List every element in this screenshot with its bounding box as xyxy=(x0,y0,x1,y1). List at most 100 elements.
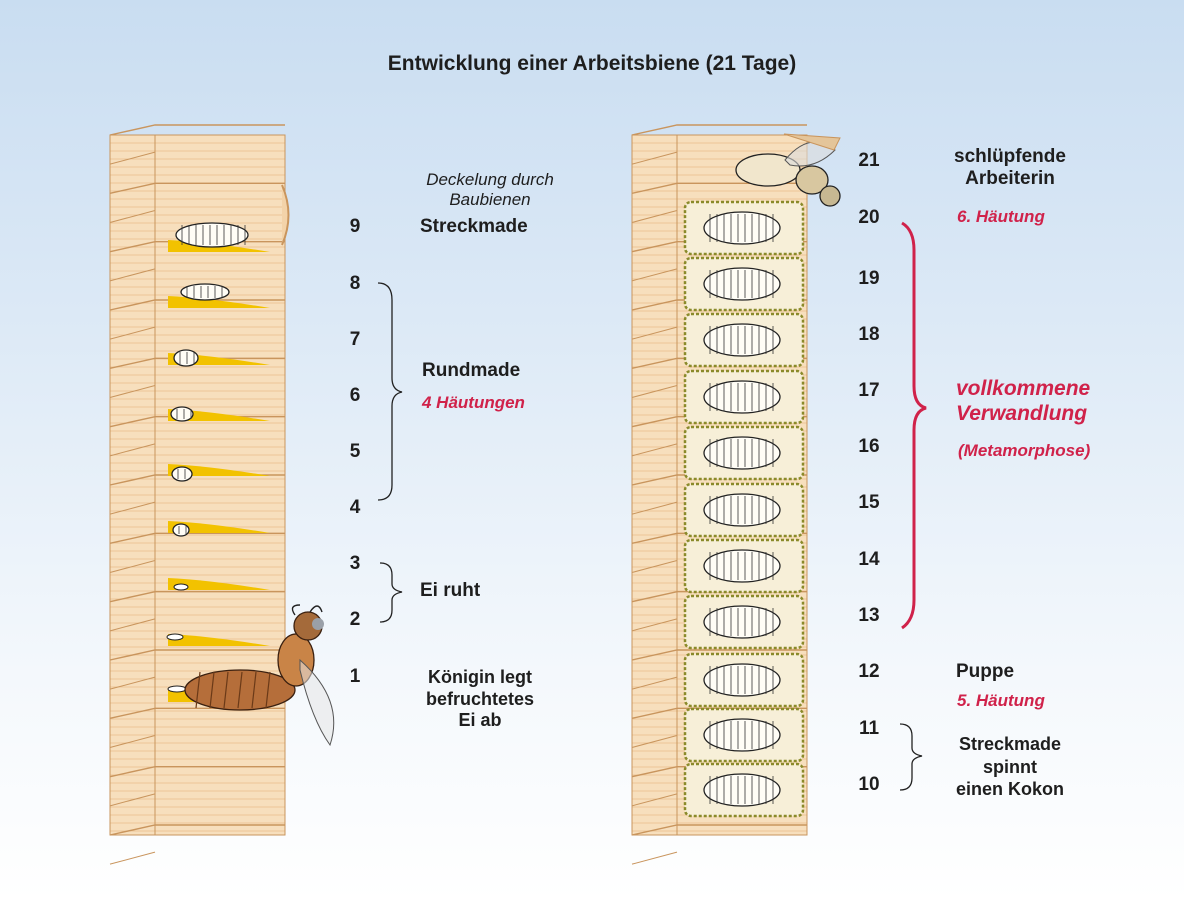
right-cell-wall-back xyxy=(631,385,678,398)
label-metamorphosis: (Metamorphose) xyxy=(958,441,1091,460)
day-16: 16 xyxy=(858,436,880,457)
left-cell-wall-back xyxy=(109,385,156,398)
queen-stripe xyxy=(195,671,201,709)
left-cell-wall-back xyxy=(109,851,156,865)
day-17: 17 xyxy=(858,380,880,401)
larva xyxy=(703,436,781,470)
day-10: 10 xyxy=(858,774,880,795)
label-hatching-worker: schlüpfende Arbeiterin xyxy=(935,146,1085,190)
day-20: 20 xyxy=(858,207,880,228)
left-cell-wall-back xyxy=(109,735,156,748)
larva xyxy=(703,211,781,245)
right-cell-wall-back xyxy=(631,851,678,865)
day-18: 18 xyxy=(858,324,880,345)
worker-thorax xyxy=(795,165,829,195)
label-complete-metamorphosis: vollkommene Verwandlung xyxy=(956,376,1090,426)
capping-note-line1: Deckelung durch xyxy=(426,170,554,189)
queen-bee xyxy=(184,604,335,747)
cell-cap xyxy=(281,184,290,246)
queen-stripe xyxy=(209,671,215,709)
queen-wing xyxy=(299,658,335,747)
left-cell-wall-back xyxy=(109,793,156,807)
metamorphosis-line1: vollkommene xyxy=(956,377,1091,400)
day-4: 4 xyxy=(349,497,361,518)
worker-wing xyxy=(784,141,836,167)
right-cell-wall xyxy=(631,124,807,136)
day-9: 9 xyxy=(349,216,361,237)
right-cell-wall-back xyxy=(631,501,678,515)
spin-line3: einen Kokon xyxy=(955,779,1064,799)
royal-jelly xyxy=(168,521,270,533)
larva xyxy=(172,523,190,537)
left-cell-wall-back xyxy=(109,326,156,340)
queen-line3: Ei ab xyxy=(458,710,502,731)
queen-stripe xyxy=(251,671,257,709)
royal-jelly xyxy=(168,464,270,476)
egg xyxy=(166,633,184,641)
larva xyxy=(703,380,781,414)
egg xyxy=(173,583,189,591)
left-cell-wall-back xyxy=(109,618,156,632)
day-13: 13 xyxy=(858,605,880,626)
right-honeycomb xyxy=(631,124,841,865)
right-cell-wall-back xyxy=(631,326,678,340)
label-4-moults: 4 Häutungen xyxy=(422,393,525,412)
page-title: Entwicklung einer Arbeitsbiene (21 Tage) xyxy=(387,52,797,75)
larva xyxy=(703,493,781,527)
hatching-line1: schlüpfende xyxy=(954,146,1066,167)
bracket-metamorphosis xyxy=(901,221,927,630)
day-11: 11 xyxy=(858,718,880,739)
right-cell-wall-back xyxy=(631,268,678,282)
day-14: 14 xyxy=(858,549,880,570)
royal-jelly xyxy=(168,634,270,646)
queen-line1: Königin legt xyxy=(428,667,532,687)
queen-line2: befruchtetes xyxy=(425,688,535,709)
left-cell-wall-back xyxy=(109,268,156,282)
day-5: 5 xyxy=(349,441,361,462)
larva xyxy=(703,605,781,639)
bracket-rundmade xyxy=(377,282,403,501)
day-12: 12 xyxy=(858,661,880,682)
larva xyxy=(703,323,781,357)
left-cell-wall-back xyxy=(109,210,156,223)
left-cell-wall-back xyxy=(109,676,156,690)
brackets xyxy=(377,221,927,791)
queen-stripe xyxy=(223,671,229,709)
capping-note: Deckelung durch Baubienen xyxy=(395,170,585,209)
bracket-egg xyxy=(379,562,403,623)
larva xyxy=(703,718,781,752)
day-2: 2 xyxy=(349,609,361,630)
larva xyxy=(703,773,781,807)
royal-jelly xyxy=(168,409,270,421)
hatching-worker xyxy=(735,133,841,207)
right-cell-wall-back xyxy=(631,210,678,223)
day-8: 8 xyxy=(349,273,361,294)
metamorphosis-line2: Verwandlung xyxy=(956,402,1088,426)
worker-head xyxy=(819,185,841,207)
day-21: 21 xyxy=(858,150,880,171)
label-spinning-larva: Streckmade spinnt einen Kokon xyxy=(935,733,1085,801)
label-5th-moult: 5. Häutung xyxy=(957,691,1045,710)
left-cell-wall-back xyxy=(109,501,156,515)
egg xyxy=(167,685,187,693)
larva xyxy=(703,663,781,697)
larva xyxy=(171,466,193,482)
spin-line2: spinnt xyxy=(983,756,1037,777)
label-pupa: Puppe xyxy=(956,661,1015,682)
capping-note-line2: Baubienen xyxy=(449,189,531,209)
right-cell-wall-back xyxy=(631,443,678,457)
day-3: 3 xyxy=(349,553,361,574)
right-cell-wall-back xyxy=(631,735,678,748)
queen-eye xyxy=(312,618,324,630)
label-queen-lays: Königin legt befruchtetes Ei ab xyxy=(405,667,555,732)
label-rundmade: Rundmade xyxy=(422,360,521,381)
day-1: 1 xyxy=(349,666,361,687)
hatching-line2: Arbeiterin xyxy=(965,167,1055,189)
right-cell-wall-back xyxy=(631,151,678,165)
right-cell-wall-back xyxy=(631,618,678,632)
queen-antenna xyxy=(291,604,323,616)
larva xyxy=(170,406,194,422)
day-15: 15 xyxy=(858,492,880,513)
larva xyxy=(703,549,781,583)
